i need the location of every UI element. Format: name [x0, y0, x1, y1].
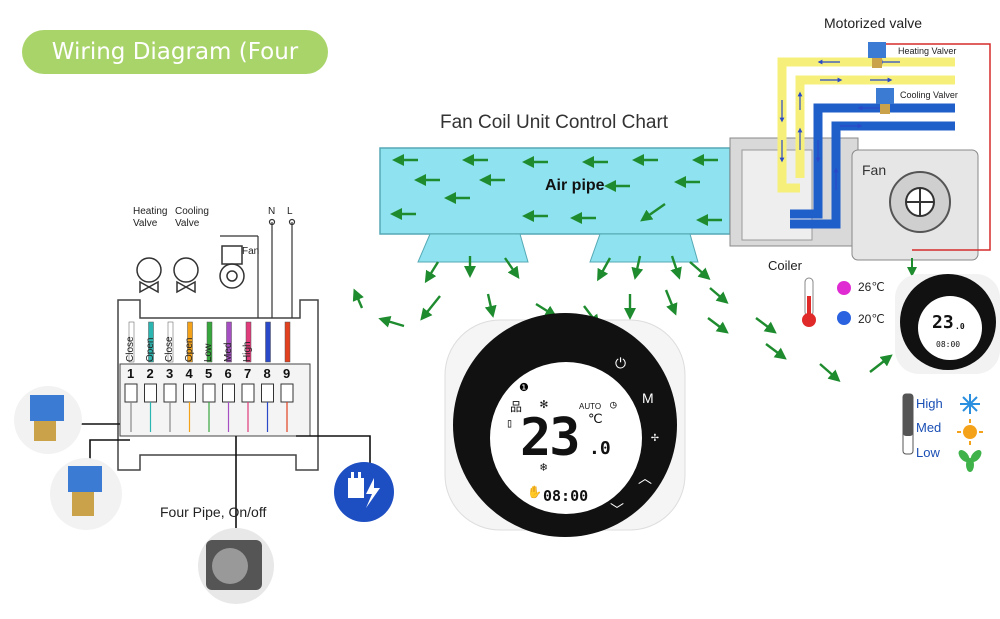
wiring-caption: Four Pipe, On/off: [160, 504, 267, 520]
terminal-screw-2: [144, 383, 157, 403]
lcd-calendar-icon: ▯: [506, 416, 514, 430]
sun-icon: [957, 419, 983, 445]
wire-9: [284, 321, 291, 363]
wiring-n-label: N: [268, 206, 276, 217]
temp-hot-label: 26℃: [858, 280, 885, 294]
terminal-label-3: Close: [164, 336, 175, 362]
mini-lcd-decimal: .0: [955, 322, 965, 331]
outlet-right: [589, 233, 699, 263]
speed-med-label: Med: [916, 420, 942, 435]
outlet-left: [417, 233, 529, 263]
terminal-number-8: 8: [263, 366, 271, 381]
power-button[interactable]: ⏻: [615, 356, 627, 372]
terminal-number-6: 6: [224, 366, 232, 381]
lcd-heating-icon: 品: [510, 400, 523, 414]
mini-lcd-temperature: 23: [932, 312, 954, 333]
terminal-screw-5: [202, 383, 216, 403]
terminal-label-4: Open: [183, 337, 195, 362]
lcd-clock-icon: ◷: [610, 398, 617, 411]
terminal-number-2: 2: [146, 366, 154, 381]
lcd-unit: ℃: [588, 412, 603, 427]
terminal-label-1: Close: [125, 336, 136, 362]
down-button[interactable]: ﹀: [610, 503, 624, 519]
terminal-number-7: 7: [244, 366, 252, 381]
heating-valve-label: Heating Valver: [898, 46, 957, 56]
terminal-label-7: High: [242, 341, 253, 362]
wiring-l-label: L: [287, 206, 293, 217]
wire-6: [226, 321, 232, 363]
wiring-heating-valve-label: Heating Valve: [133, 206, 168, 229]
terminal-screw-6: [222, 383, 235, 403]
lcd-fan-icon: ✻: [540, 397, 548, 412]
lcd-alert-icon: ❶: [519, 381, 529, 394]
fan-label: Fan: [862, 162, 887, 178]
thermostat-mini: [895, 274, 1000, 374]
red-wire: [880, 43, 991, 251]
terminal-screw-4: [183, 383, 196, 403]
wire-8: [265, 321, 271, 363]
blower-photo: [198, 528, 274, 604]
lcd-hand-icon: ✋: [527, 485, 542, 499]
terminal-number-1: 1: [127, 366, 135, 381]
temp-cold-label: 20℃: [858, 312, 885, 326]
terminal-screw-3: [163, 383, 177, 403]
mode-button[interactable]: M: [642, 390, 654, 406]
speed-high-label: High: [916, 396, 943, 411]
thermostat-main: [444, 313, 686, 537]
wire-4: [187, 321, 193, 363]
terminal-label-6: Med: [222, 342, 234, 362]
wire-3: [167, 321, 174, 363]
fan-symbol: [219, 245, 245, 289]
mini-lcd-time: 08:00: [936, 340, 961, 349]
wire-1: [128, 321, 135, 363]
wiring-cooling-valve-label: Cooling Valve: [175, 206, 209, 229]
lcd-mode: AUTO: [579, 402, 602, 411]
leaf-fan-icon: [958, 450, 982, 472]
terminal-number-9: 9: [283, 366, 291, 381]
power-plug-icon: [334, 462, 394, 522]
coiler-label: Coiler: [768, 258, 802, 273]
heating-valve-symbol: [136, 257, 162, 294]
terminal-housing: [117, 299, 319, 471]
motorized-valve-label: Motorized valve: [824, 15, 923, 31]
wire-7: [245, 321, 252, 363]
wiring-fan-label: Fan: [242, 246, 260, 257]
lcd-decimal: .0: [589, 438, 611, 459]
terminal-wires: [124, 321, 294, 432]
terminal-screw-1: [124, 383, 138, 403]
cooling-valve-icon: [876, 88, 894, 114]
valve-photo-2: [50, 458, 122, 530]
lcd-temperature: 23: [520, 408, 581, 468]
cooling-valve-symbol: [173, 257, 199, 294]
terminal-number-4: 4: [185, 366, 193, 381]
terminal-number-5: 5: [205, 366, 213, 381]
terminal-screw-8: [261, 383, 274, 403]
terminal-screw-7: [241, 383, 255, 403]
valve-photo-1: [14, 386, 82, 454]
lcd-time: 08:00: [543, 487, 589, 505]
lcd-cool-icon: ❄: [540, 460, 548, 474]
chart-title: Fan Coil Unit Control Chart: [440, 112, 669, 133]
air-pipe-label: Air pipe: [545, 177, 605, 194]
wire-5: [206, 321, 213, 363]
fan-speed-button[interactable]: ✢: [651, 430, 659, 445]
cooling-valve-label: Cooling Valver: [900, 90, 958, 100]
hot-dot: [837, 281, 851, 295]
terminal-number-3: 3: [166, 366, 174, 381]
cold-dot: [837, 311, 851, 325]
heating-valve-icon: [868, 42, 886, 68]
terminal-screw-9: [280, 383, 294, 403]
terminal-label-5: Low: [203, 343, 214, 362]
terminal-label-2: Open: [144, 337, 156, 362]
up-button[interactable]: ︿: [638, 471, 652, 487]
diagram-title: Wiring Diagram (Four pipe) :: [22, 30, 328, 109]
speed-low-label: Low: [916, 445, 940, 460]
wire-2: [148, 321, 154, 363]
snowflake-icon: [960, 394, 980, 414]
